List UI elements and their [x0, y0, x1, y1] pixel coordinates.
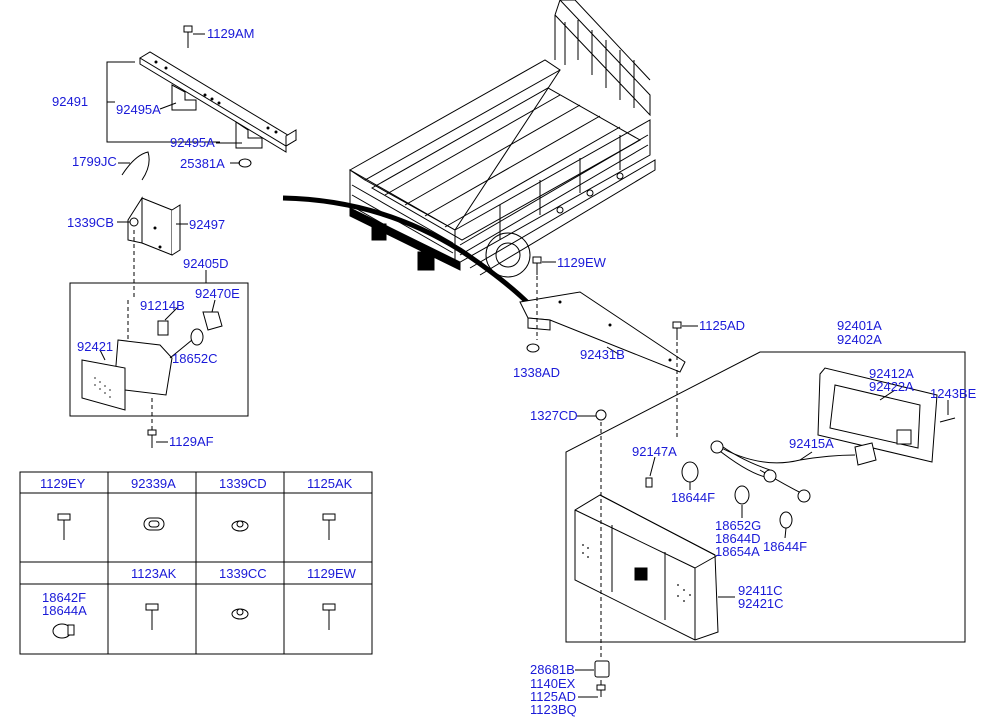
label-1125AD-top[interactable]: 1125AD — [699, 318, 745, 333]
bolt-icon — [57, 513, 71, 540]
rear-lamp-assembly — [565, 351, 966, 697]
screw-icon — [322, 513, 336, 540]
table-header-1339CC[interactable]: 1339CC — [219, 566, 267, 581]
label-1123BQ[interactable]: 1123BQ — [530, 702, 577, 717]
label-1125AD-bottom[interactable]: 1125AD — [530, 689, 576, 704]
label-92421C[interactable]: 92421C — [738, 596, 784, 611]
table-header-1125AK[interactable]: 1125AK — [307, 476, 353, 491]
label-92147A[interactable]: 92147A — [632, 444, 677, 459]
label-92415A[interactable]: 92415A — [789, 436, 834, 451]
label-28681B[interactable]: 28681B — [530, 662, 575, 677]
bolt-icon — [145, 603, 159, 630]
label-92421[interactable]: 92421 — [77, 339, 113, 354]
bolt-icon — [322, 603, 336, 630]
label-1129EW-top[interactable]: 1129EW — [557, 255, 607, 270]
label-92401A[interactable]: 92401A — [837, 318, 882, 333]
label-18644D[interactable]: 18644D — [715, 531, 761, 546]
parts-table — [19, 471, 373, 655]
label-18644F-1[interactable]: 18644F — [671, 490, 715, 505]
label-1338AD[interactable]: 1338AD — [513, 365, 560, 380]
table-header-1129EW[interactable]: 1129EW — [307, 566, 357, 581]
label-92422A[interactable]: 92422A — [869, 379, 914, 394]
table-header-1123AK[interactable]: 1123AK — [131, 566, 177, 581]
label-92411C[interactable]: 92411C — [738, 583, 783, 598]
grommet-icon — [143, 517, 165, 531]
table-cell-18644A[interactable]: 18644A — [42, 603, 87, 618]
side-lamp-group — [69, 282, 249, 448]
parts-table-headers: 1129EY 92339A 1339CD 1125AK 1123AK 1339C… — [40, 476, 357, 618]
label-1327CD[interactable]: 1327CD — [530, 408, 578, 423]
label-92431B[interactable]: 92431B — [580, 347, 625, 362]
table-cell-18642F[interactable]: 18642F — [42, 590, 86, 605]
nut-icon — [231, 520, 249, 532]
leader-lines — [99, 33, 949, 698]
truck-bed-illustration — [282, 0, 656, 307]
label-92412A[interactable]: 92412A — [869, 366, 914, 381]
callout-labels: 1129AM 92491 92495A 92495A 1799JC 25381A… — [52, 26, 977, 717]
label-92470E[interactable]: 92470E — [195, 286, 240, 301]
label-1243BE[interactable]: 1243BE — [930, 386, 977, 401]
label-92495A-2[interactable]: 92495A — [170, 135, 215, 150]
table-header-1339CD[interactable]: 1339CD — [219, 476, 267, 491]
bulb-icon — [52, 623, 75, 639]
label-92491[interactable]: 92491 — [52, 94, 88, 109]
label-18644F-2[interactable]: 18644F — [763, 539, 807, 554]
table-header-92339A[interactable]: 92339A — [131, 476, 176, 491]
label-25381A[interactable]: 25381A — [180, 156, 225, 171]
bracket-92491 — [106, 25, 297, 181]
nut-icon — [231, 608, 249, 620]
label-92402A[interactable]: 92402A — [837, 332, 882, 347]
label-18654A[interactable]: 18654A — [715, 544, 760, 559]
label-18652G[interactable]: 18652G — [715, 518, 761, 533]
table-header-1129EY[interactable]: 1129EY — [40, 476, 86, 491]
label-92497[interactable]: 92497 — [189, 217, 225, 232]
label-1129AM[interactable]: 1129AM — [207, 26, 254, 41]
label-1799JC[interactable]: 1799JC — [72, 154, 117, 169]
label-18652C[interactable]: 18652C — [172, 351, 218, 366]
bracket-92497 — [127, 196, 181, 300]
label-92495A-1[interactable]: 92495A — [116, 102, 161, 117]
label-92405D[interactable]: 92405D — [183, 256, 229, 271]
label-1339CB[interactable]: 1339CB — [67, 215, 114, 230]
label-91214B[interactable]: 91214B — [140, 298, 185, 313]
bracket-92431B — [519, 256, 686, 440]
label-1140EX[interactable]: 1140EX — [530, 676, 576, 691]
label-1129AF[interactable]: 1129AF — [169, 434, 214, 449]
